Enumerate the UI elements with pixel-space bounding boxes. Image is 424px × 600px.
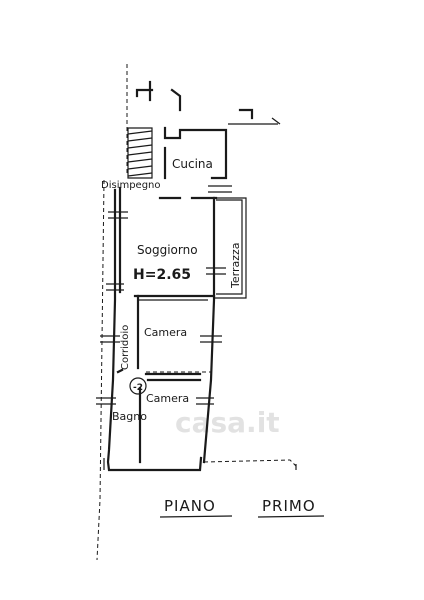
floor-title-word-1: PIANO — [164, 497, 216, 515]
svg-text:-2: -2 — [133, 383, 143, 393]
top-wall-stubs — [135, 80, 281, 125]
left-boundary — [96, 64, 128, 561]
label-soggiorno: Soggiorno — [137, 243, 198, 257]
floor-title-word-2: PRIMO — [262, 497, 316, 515]
label-terrazza: Terrazza — [229, 243, 242, 290]
label-disimpegno: Disimpegno — [101, 180, 161, 191]
bottom-boundary — [103, 458, 297, 470]
watermark: casa.it — [175, 406, 280, 439]
label-height: H=2.65 — [133, 267, 191, 283]
label-bagno: Bagno — [112, 410, 147, 423]
outer-walls — [106, 186, 216, 472]
left-window-ticks — [96, 211, 128, 405]
terrace-outline — [214, 197, 247, 299]
kitchen-walls — [158, 126, 228, 200]
floor-title: PIANO PRIMO — [159, 497, 325, 518]
stair-hatch — [127, 127, 153, 179]
door-swing: -2 — [129, 377, 147, 395]
right-window-ticks — [196, 185, 232, 405]
interior-walls — [116, 294, 216, 464]
label-cucina: Cucina — [172, 157, 213, 171]
label-camera-2: Camera — [146, 392, 189, 405]
label-camera-1: Camera — [144, 326, 187, 339]
label-corridoio: Corridoio — [120, 325, 131, 370]
floor-title-underline — [159, 515, 325, 518]
